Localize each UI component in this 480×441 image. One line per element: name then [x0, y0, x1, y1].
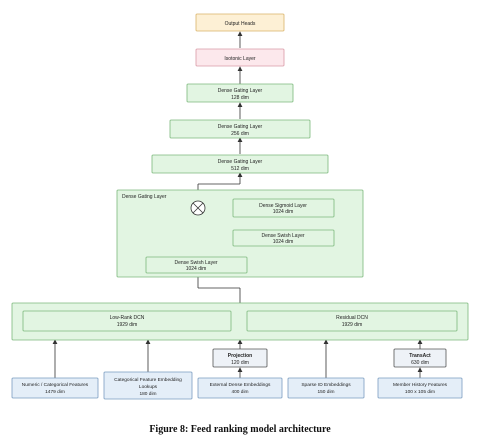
dense-gating-128-dim: 128 dim: [231, 95, 249, 101]
low-rank-dcn-dim: 1929 dim: [117, 322, 138, 328]
dense-gating-256-title: Dense Gating Layer: [218, 124, 263, 130]
input-external-line2: 400 dim: [231, 389, 248, 395]
dense-gating-512-node: Dense Gating Layer 512 dim: [151, 154, 329, 174]
input-history-node: Member History Features 100 x 105 dim: [377, 377, 463, 399]
dense-sigmoid-title: Dense Sigmoid Layer: [259, 203, 307, 209]
output-heads-node: Output Heads: [195, 13, 285, 32]
residual-dcn-node: Residual DCN 1929 dim: [246, 310, 458, 332]
projection-title: Projection: [228, 353, 252, 359]
output-heads-label: Output Heads: [225, 21, 256, 27]
input-numeric-line1: Numeric / Categorical Features: [22, 382, 89, 388]
input-numeric-node: Numeric / Categorical Features 1479 dim: [11, 377, 99, 399]
dense-swish-right-dim: 1024 dim: [273, 239, 294, 245]
isotonic-layer-label: Isotonic Layer: [224, 56, 255, 62]
dense-gating-block: Dense Gating Layer Dense Sigmoid Layer 1…: [116, 189, 364, 278]
dense-swish-left-dim: 1024 dim: [186, 266, 207, 272]
input-external-line1: External Dense Embeddings: [210, 382, 271, 388]
dense-gating-128-node: Dense Gating Layer 128 dim: [186, 83, 294, 103]
dense-gating-block-title: Dense Gating Layer: [122, 194, 167, 200]
dense-gating-128-title: Dense Gating Layer: [218, 88, 263, 94]
dense-gating-512-dim: 512 dim: [231, 166, 249, 172]
dense-gating-256-node: Dense Gating Layer 256 dim: [169, 119, 311, 139]
input-categorical-line3: 180 dim: [139, 391, 156, 397]
input-categorical-line2: Lookups: [139, 384, 158, 390]
input-numeric-line2: 1479 dim: [45, 389, 65, 395]
dense-swish-right-node: Dense Swish Layer 1024 dim: [232, 229, 335, 247]
dense-gating-512-title: Dense Gating Layer: [218, 159, 263, 165]
input-categorical-line1: Categorical Feature Embedding: [114, 377, 182, 383]
low-rank-dcn-title: Low-Rank DCN: [110, 315, 145, 321]
residual-dcn-title: Residual DCN: [336, 315, 368, 321]
input-categorical-node: Categorical Feature Embedding Lookups 18…: [103, 371, 193, 400]
dense-gating-256-dim: 256 dim: [231, 131, 249, 137]
dense-swish-left-title: Dense Swish Layer: [174, 260, 217, 266]
dense-sigmoid-dim: 1024 dim: [273, 209, 294, 215]
residual-dcn-dim: 1929 dim: [342, 322, 363, 328]
input-sparse-line1: Sparse ID Embeddings: [301, 382, 351, 388]
dense-swish-right-title: Dense Swish Layer: [261, 233, 304, 239]
transact-title: TransAct: [409, 353, 431, 359]
isotonic-layer-node: Isotonic Layer: [195, 48, 285, 67]
input-sparse-line2: 150 dim: [317, 389, 334, 395]
input-external-node: External Dense Embeddings 400 dim: [197, 377, 283, 399]
product-node: [190, 200, 206, 216]
transact-dim: 630 dim: [411, 360, 429, 366]
figure-caption: Figure 8: Feed ranking model architectur…: [149, 424, 331, 435]
dcn-block: Low-Rank DCN 1929 dim Residual DCN 1929 …: [11, 302, 469, 341]
dense-sigmoid-node: Dense Sigmoid Layer 1024 dim: [232, 198, 335, 218]
dense-swish-left-node: Dense Swish Layer 1024 dim: [145, 256, 248, 274]
input-history-line1: Member History Features: [393, 382, 448, 388]
transact-node: TransAct 630 dim: [393, 348, 447, 368]
input-sparse-node: Sparse ID Embeddings 150 dim: [287, 377, 365, 399]
low-rank-dcn-node: Low-Rank DCN 1929 dim: [22, 310, 232, 332]
input-history-line2: 100 x 105 dim: [405, 389, 435, 395]
projection-dim: 120 dim: [231, 360, 249, 366]
projection-node: Projection 120 dim: [212, 348, 268, 368]
